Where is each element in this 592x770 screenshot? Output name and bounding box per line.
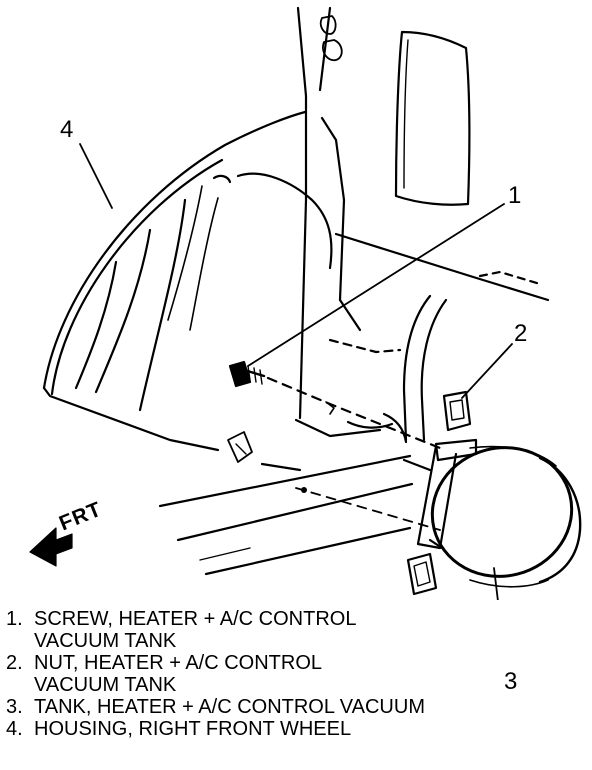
legend-continuation: VACUUM TANK	[34, 630, 177, 652]
leader-line-2	[461, 343, 513, 399]
legend-text: NUT, HEATER + A/C CONTROL	[34, 652, 323, 674]
nut-part	[406, 390, 472, 596]
callout-1: 1	[508, 182, 522, 209]
leader-line-4	[79, 143, 113, 209]
leader-line-1	[247, 203, 505, 367]
callout-3: 3	[504, 668, 518, 695]
side-panel-outline	[394, 30, 471, 206]
legend-item: 3. TANK, HEATER + A/C CONTROL VACUUM	[6, 696, 586, 718]
legend-text: SCREW, HEATER + A/C CONTROL	[34, 608, 357, 630]
legend-item: 2. NUT, HEATER + A/C CONTROL	[6, 652, 586, 674]
callout-2: 2	[514, 320, 528, 347]
legend-continuation: VACUUM TANK	[34, 674, 177, 696]
legend-item: 4. HOUSING, RIGHT FRONT WHEEL	[6, 718, 586, 740]
legend-number: 1.	[6, 608, 23, 630]
wheel-housing	[42, 110, 333, 463]
screw-part	[228, 360, 266, 388]
legend-text: TANK, HEATER + A/C CONTROL VACUUM	[34, 696, 425, 718]
legend-text: HOUSING, RIGHT FRONT WHEEL	[34, 718, 352, 740]
bracket-structure	[346, 294, 448, 472]
exploded-view-diagram	[29, 6, 582, 600]
legend-number: 2.	[6, 652, 23, 674]
front-arrow-icon	[29, 527, 73, 567]
parts-legend: 1. SCREW, HEATER + A/C CONTROL VACUUM TA…	[6, 608, 586, 740]
legend-number: 4.	[6, 718, 23, 740]
leader-line-3	[493, 567, 499, 600]
assembly-line	[266, 376, 442, 450]
legend-number: 3.	[6, 696, 23, 718]
callout-4: 4	[60, 116, 74, 143]
legend-item: 1. SCREW, HEATER + A/C CONTROL	[6, 608, 586, 630]
lower-rails	[158, 454, 414, 576]
body-panel	[294, 6, 550, 438]
vacuum-tank	[416, 438, 582, 588]
